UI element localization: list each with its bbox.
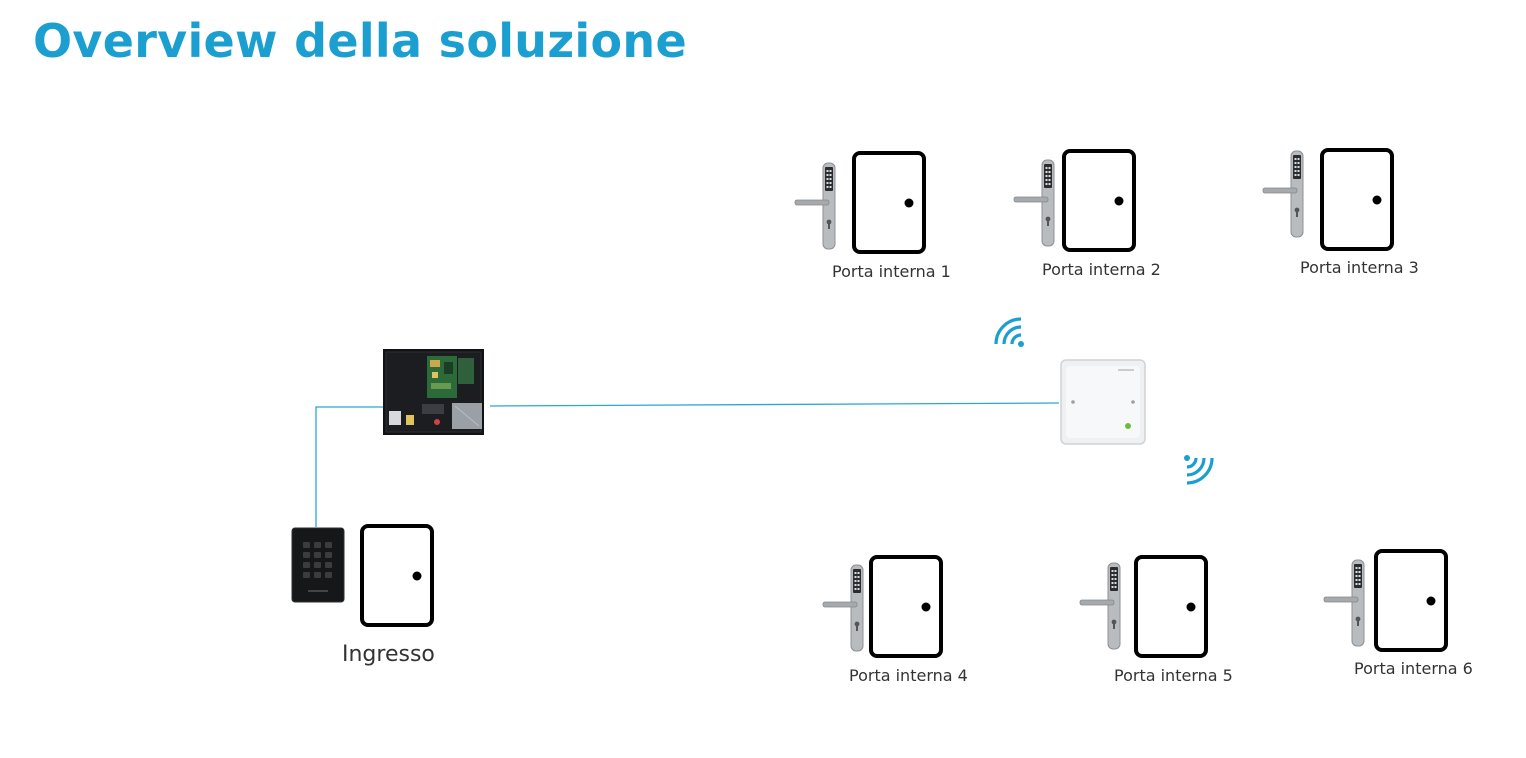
wifi-signal-icon [994,317,1024,347]
page-title: Overview della soluzione [33,14,687,68]
door-label-4: Porta interna 4 [849,666,968,685]
wifi-signal-icon [1184,455,1214,485]
door-handle-lock-icon [794,162,836,250]
door-icon [1062,149,1136,252]
door-label-3: Porta interna 3 [1300,258,1419,277]
door-icon [1134,555,1208,658]
door-handle-lock-icon [822,564,864,652]
cable-reader-controller [315,406,390,527]
cable-controller-hub [489,402,1060,407]
entrance-door-icon [360,524,434,627]
door-icon [1374,549,1448,652]
door-handle-lock-icon [1262,150,1304,238]
wireless-hub-icon [1060,359,1146,445]
door-icon [869,555,943,658]
keypad-reader-icon [291,527,345,603]
door-handle-lock-icon [1323,559,1365,647]
door-label-2: Porta interna 2 [1042,260,1161,279]
door-icon [1320,148,1394,251]
door-handle-lock-icon [1013,159,1055,247]
door-label-6: Porta interna 6 [1354,659,1473,678]
controller-panel-icon [383,349,484,435]
door-handle-lock-icon [1079,562,1121,650]
door-icon [852,151,926,254]
door-label-5: Porta interna 5 [1114,666,1233,685]
entrance-label: Ingresso [342,642,435,667]
door-label-1: Porta interna 1 [832,262,951,281]
